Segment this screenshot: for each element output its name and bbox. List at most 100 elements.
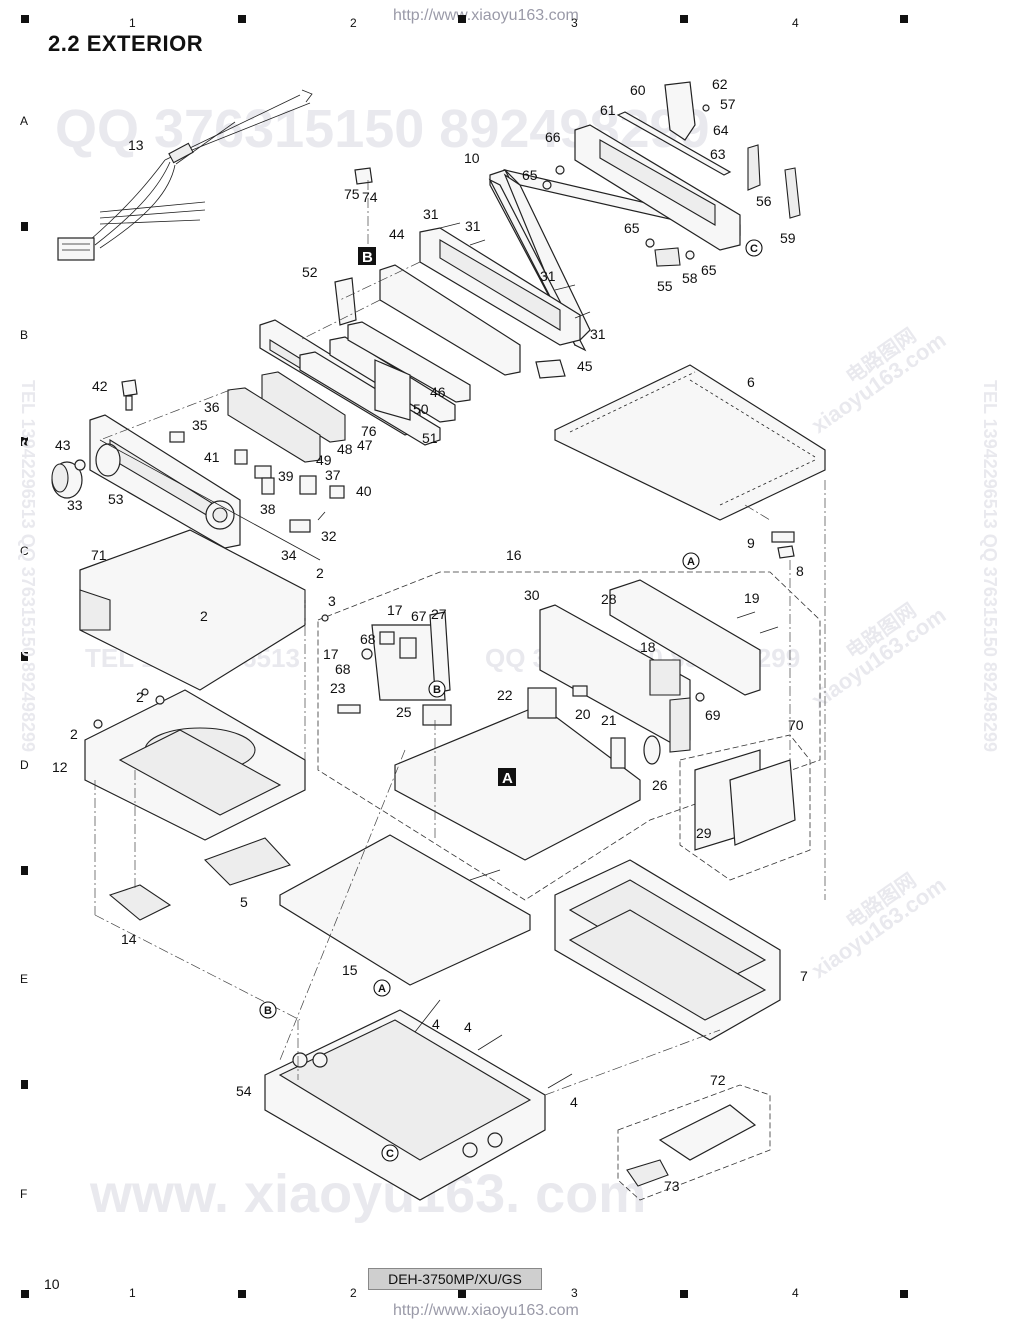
callout-73: 73 (664, 1178, 680, 1194)
url-watermark-bottom: http://www.xiaoyu163.com (393, 1302, 579, 1319)
grid-row-a: A (20, 114, 29, 128)
callout-38: 38 (260, 501, 276, 517)
callout-21: 21 (601, 712, 617, 728)
callout-14: 14 (121, 931, 137, 947)
callout-31: 31 (465, 218, 481, 234)
callout-33: 33 (67, 497, 83, 513)
callout-53: 53 (108, 491, 124, 507)
callout-4: 4 (570, 1094, 578, 1110)
callout-61: 61 (600, 102, 616, 118)
callout-75: 75 (344, 186, 360, 202)
callout-47: 47 (357, 437, 373, 453)
callout-71: 71 (91, 547, 107, 563)
callout-18: 18 (640, 639, 656, 655)
part-clip (771, 531, 795, 559)
callout-65: 65 (701, 262, 717, 278)
part-heatsink-bracket (539, 579, 761, 753)
callout-48: 48 (337, 441, 353, 457)
callout-64: 64 (713, 122, 729, 138)
grid-col-3-bottom: 3 (571, 1286, 578, 1300)
part-components (321, 611, 779, 769)
callout-40: 40 (356, 483, 372, 499)
page-title: 2.2 EXTERIOR (48, 31, 204, 56)
section-label-a: A (502, 770, 513, 787)
registration-mark (900, 15, 908, 23)
url-watermark-top: http://www.xiaoyu163.com (393, 7, 579, 24)
callout-70: 70 (788, 717, 804, 733)
grid-col-2-top: 2 (350, 16, 357, 30)
callout-31: 31 (423, 206, 439, 222)
registration-mark (238, 15, 246, 23)
callout-12: 12 (52, 759, 68, 775)
part-mechanism (84, 688, 306, 841)
registration-mark (21, 437, 28, 446)
callout-43: 43 (55, 437, 71, 453)
grid-col-3-top: 3 (571, 16, 578, 30)
callout-26: 26 (652, 777, 668, 793)
leader-lines (94, 180, 826, 1096)
callout-55: 55 (657, 278, 673, 294)
svg-text:C: C (750, 243, 758, 255)
circle-ref-b-bottom: B (259, 1001, 277, 1019)
callout-52: 52 (302, 264, 318, 280)
part-buttons (99, 431, 345, 561)
callout-2: 2 (316, 565, 324, 581)
grid-row-c: C (20, 544, 29, 558)
callout-60: 60 (630, 82, 646, 98)
watermark-site: www. xiaoyu163. com (90, 1164, 647, 1224)
callout-22: 22 (497, 687, 513, 703)
part-knob (51, 379, 138, 499)
page-number: 10 (44, 1276, 60, 1292)
registration-mark (21, 652, 28, 661)
circle-ref-b-mid: B (428, 680, 446, 698)
callout-58: 58 (682, 270, 698, 286)
registration-mark (680, 15, 688, 23)
callout-62: 62 (712, 76, 728, 92)
callout-35: 35 (192, 417, 208, 433)
callout-34: 34 (281, 547, 297, 563)
callout-23: 23 (330, 680, 346, 696)
registration-mark (21, 1290, 29, 1298)
section-label-b: B (362, 249, 373, 266)
callout-30: 30 (524, 587, 540, 603)
circle-ref-c-top: C (745, 239, 763, 257)
part-front-panel (89, 319, 471, 549)
model-number: DEH-3750MP/XU/GS (368, 1268, 542, 1290)
section-box-a: A (498, 768, 516, 787)
callout-39: 39 (278, 468, 294, 484)
callout-68: 68 (335, 661, 351, 677)
callout-65: 65 (522, 167, 538, 183)
part-wire-harness (57, 89, 313, 261)
callout-4: 4 (464, 1019, 472, 1035)
grid-row-f: F (20, 1187, 28, 1201)
grid-row-e: E (20, 972, 29, 986)
circle-ref-c-bottom: C (381, 1144, 399, 1162)
part-sheets (108, 837, 291, 921)
callout-27: 27 (431, 606, 447, 622)
callout-13: 13 (128, 137, 144, 153)
registration-mark (238, 1290, 246, 1298)
callout-72: 72 (710, 1072, 726, 1088)
part-remote (626, 1104, 757, 1187)
part-sleeve (554, 859, 781, 1041)
callout-7: 7 (800, 968, 808, 984)
registration-mark (458, 15, 466, 23)
callout-36: 36 (204, 399, 220, 415)
callout-54: 54 (236, 1083, 252, 1099)
callout-17: 17 (323, 646, 339, 662)
callout-46: 46 (430, 384, 446, 400)
part-chassis (264, 999, 573, 1201)
callout-4: 4 (432, 1016, 440, 1032)
registration-mark (900, 1290, 908, 1298)
callout-65: 65 (624, 220, 640, 236)
callout-76: 76 (361, 423, 377, 439)
callout-32: 32 (321, 528, 337, 544)
svg-text:A: A (687, 556, 695, 568)
part-insulator (79, 529, 306, 691)
callout-10: 10 (464, 150, 480, 166)
callout-57: 57 (720, 96, 736, 112)
callout-28: 28 (601, 591, 617, 607)
callout-49: 49 (316, 452, 332, 468)
callout-56: 56 (756, 193, 772, 209)
